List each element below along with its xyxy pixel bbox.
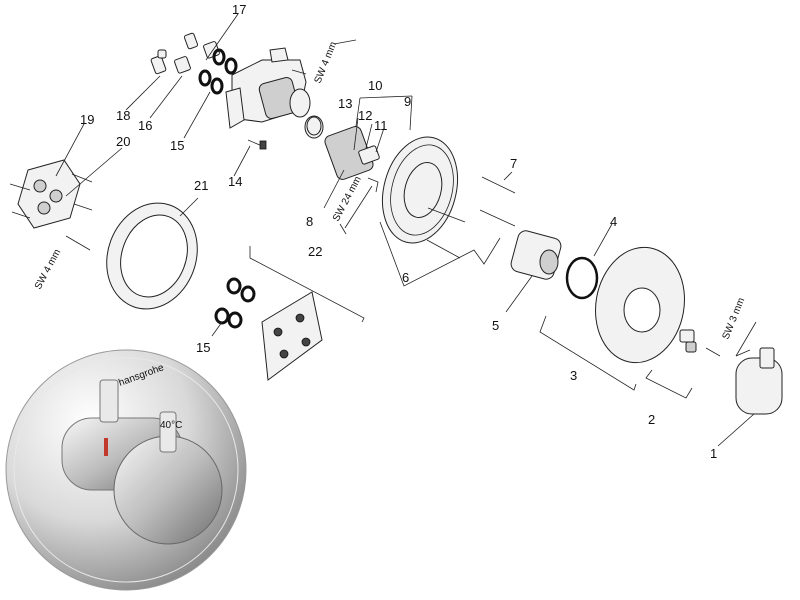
- callout-17: 17: [232, 2, 246, 17]
- sleeve-5: [510, 230, 562, 280]
- flange-plate: [382, 136, 458, 244]
- wrench-label-left: SW 4 mm: [33, 247, 63, 291]
- callout-19: 19: [80, 112, 94, 127]
- extension-ring-21: [106, 202, 198, 310]
- pipe-fittings: [150, 32, 220, 75]
- callout-12: 12: [358, 108, 372, 123]
- callout-1: 1: [710, 446, 717, 461]
- adapter-2: [679, 329, 721, 357]
- callout-numbers: 1 2 3 4 5 6 7 8 9 10 11 12 13 14 15 15 1…: [80, 2, 717, 461]
- wrench-label-sw24: SW 24 mm: [331, 175, 364, 224]
- escutcheon-3: [595, 246, 685, 364]
- callout-15-bottom: 15: [196, 340, 210, 355]
- plaster-guard-22: [261, 291, 323, 381]
- callout-18: 18: [116, 108, 130, 123]
- leader-lines: [55, 13, 755, 447]
- o-rings-15-top: [198, 69, 224, 95]
- callout-9: 9: [404, 94, 411, 109]
- wrench-label-top: SW 4 mm: [313, 40, 340, 85]
- callout-5: 5: [492, 318, 499, 333]
- callout-10: 10: [368, 78, 382, 93]
- wrench-label-sw3: SW 3 mm: [721, 296, 748, 341]
- screws-6: [426, 207, 466, 259]
- callout-2: 2: [648, 412, 655, 427]
- callout-8: 8: [306, 214, 313, 229]
- callout-21: 21: [194, 178, 208, 193]
- handle-1: [735, 347, 783, 415]
- temperature-label: 40°C: [160, 420, 182, 431]
- callout-11: 11: [374, 118, 388, 133]
- o-ring-4: [565, 256, 599, 300]
- assembled-thermostat: hansgrohe 40°C: [5, 349, 247, 591]
- wrench-sw3: [735, 321, 757, 357]
- mounting-bracket-19: [9, 159, 93, 229]
- screw-sw4-top: [291, 69, 307, 75]
- screw-14: [247, 139, 267, 150]
- callout-7: 7: [510, 156, 517, 171]
- callout-14: 14: [228, 174, 242, 189]
- callout-6: 6: [402, 270, 409, 285]
- callout-3: 3: [570, 368, 577, 383]
- callout-22: 22: [308, 244, 322, 259]
- callout-20: 20: [116, 134, 130, 149]
- screws-7: [479, 176, 516, 227]
- thermostatic-cartridge: [306, 116, 380, 180]
- valve-body: [225, 47, 324, 139]
- callout-13: 13: [338, 96, 352, 111]
- wrench-sw24: [339, 177, 379, 235]
- o-rings-15-bottom: [214, 277, 256, 329]
- callout-15-top: 15: [170, 138, 184, 153]
- callout-16: 16: [138, 118, 152, 133]
- callout-4: 4: [610, 214, 617, 229]
- o-rings-17: [212, 48, 238, 75]
